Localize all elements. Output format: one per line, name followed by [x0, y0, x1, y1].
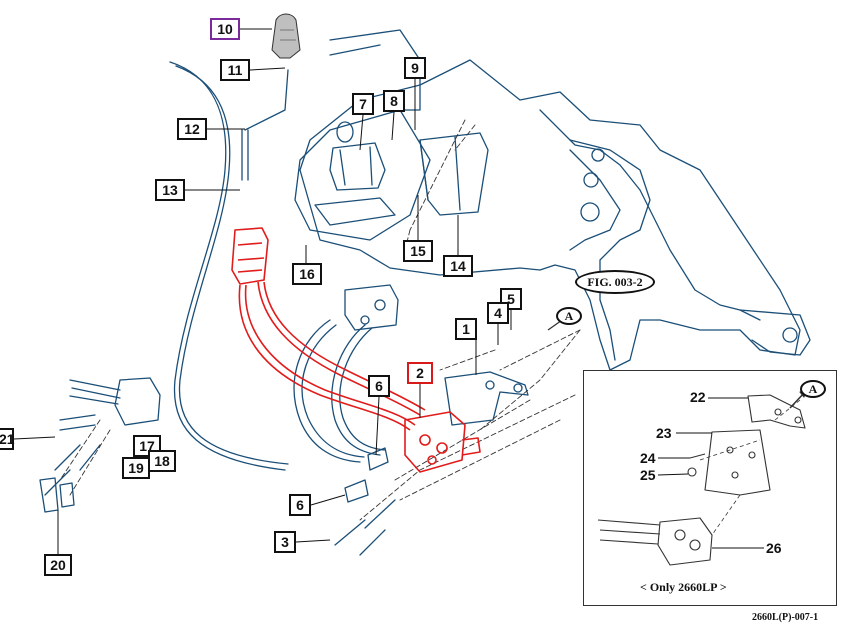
valve-block-upper [344, 284, 399, 331]
callout-25[interactable]: 25 [640, 467, 656, 483]
inset-detail-panel [583, 370, 837, 606]
valve-2-red [404, 411, 466, 473]
hose-mid-3 [331, 324, 381, 456]
plate-edge [329, 44, 381, 56]
red-hose-1 [238, 284, 411, 431]
callout-2[interactable]: 2 [407, 362, 433, 384]
frame-outline [299, 59, 801, 371]
detail-a-main-oval[interactable]: A [556, 307, 582, 325]
left-valve [114, 377, 161, 426]
callout-16[interactable]: 16 [292, 263, 322, 285]
fitting-6b [367, 447, 389, 471]
frame-inner [539, 109, 761, 321]
callout-6-lower[interactable]: 6 [289, 494, 311, 516]
callout-19[interactable]: 19 [122, 457, 150, 479]
hose-long [169, 61, 286, 471]
callout-4[interactable]: 4 [487, 302, 509, 324]
red-hose-3 [257, 281, 421, 416]
callout-9[interactable]: 9 [404, 57, 426, 79]
callout-21[interactable]: 21 [0, 428, 15, 450]
callout-18[interactable]: 18 [148, 450, 176, 472]
callout-3[interactable]: 3 [274, 531, 296, 553]
callout-8[interactable]: 8 [383, 90, 405, 112]
inset-bolt-24 [689, 453, 706, 459]
hose-mid-1 [293, 319, 361, 463]
callout-23[interactable]: 23 [656, 425, 672, 441]
inset-caption: < Only 2660LP > [640, 580, 727, 594]
bolt-lower [359, 499, 396, 556]
frame-arm-2 [569, 149, 621, 251]
callout-15[interactable]: 15 [403, 240, 433, 262]
callout-20[interactable]: 20 [44, 554, 72, 576]
housing-14 [419, 132, 489, 216]
callout-22[interactable]: 22 [690, 389, 706, 405]
callout-11[interactable]: 11 [220, 59, 250, 81]
callout-6-upper[interactable]: 6 [368, 375, 390, 397]
callout-26[interactable]: 26 [766, 540, 782, 556]
bolt-3 [334, 519, 366, 546]
knob-10 [271, 13, 301, 59]
red-hose-2 [244, 284, 416, 426]
control-valve-red [231, 227, 269, 285]
red-hose-4 [263, 281, 426, 411]
callout-7[interactable]: 7 [352, 93, 374, 115]
callout-13[interactable]: 13 [155, 179, 185, 201]
bracket-7 [329, 142, 386, 191]
callout-24[interactable]: 24 [640, 450, 656, 466]
callout-10[interactable]: 10 [210, 18, 240, 40]
figure-reference-oval[interactable]: FIG. 003-2 [575, 270, 655, 294]
lever-12 [244, 69, 289, 131]
fitting-6 [344, 479, 369, 503]
inset-bracket-22 [747, 394, 806, 429]
hose-mid-4 [339, 327, 386, 451]
mount-15 [314, 197, 396, 226]
inset-valve [657, 517, 713, 566]
inset-plate-23 [704, 429, 771, 496]
bracket-1 [444, 371, 529, 426]
frame-hole-2 [583, 172, 599, 188]
hose-long-inner [175, 65, 289, 465]
bracket-hole [782, 327, 798, 343]
plate-slot [336, 121, 354, 143]
callout-1[interactable]: 1 [455, 318, 477, 340]
mount-plate [294, 109, 431, 241]
drawing-id: 2660L(P)-007-1 [752, 612, 819, 623]
callout-12[interactable]: 12 [177, 118, 207, 140]
hose-mid-2 [301, 324, 365, 458]
callout-14[interactable]: 14 [443, 255, 473, 277]
frame-right-bracket [739, 309, 811, 356]
frame-hole-3 [591, 148, 605, 162]
frame-hole-1 [580, 202, 600, 222]
frame-arm [569, 139, 651, 361]
detail-a-inset-oval[interactable]: A [800, 380, 826, 398]
